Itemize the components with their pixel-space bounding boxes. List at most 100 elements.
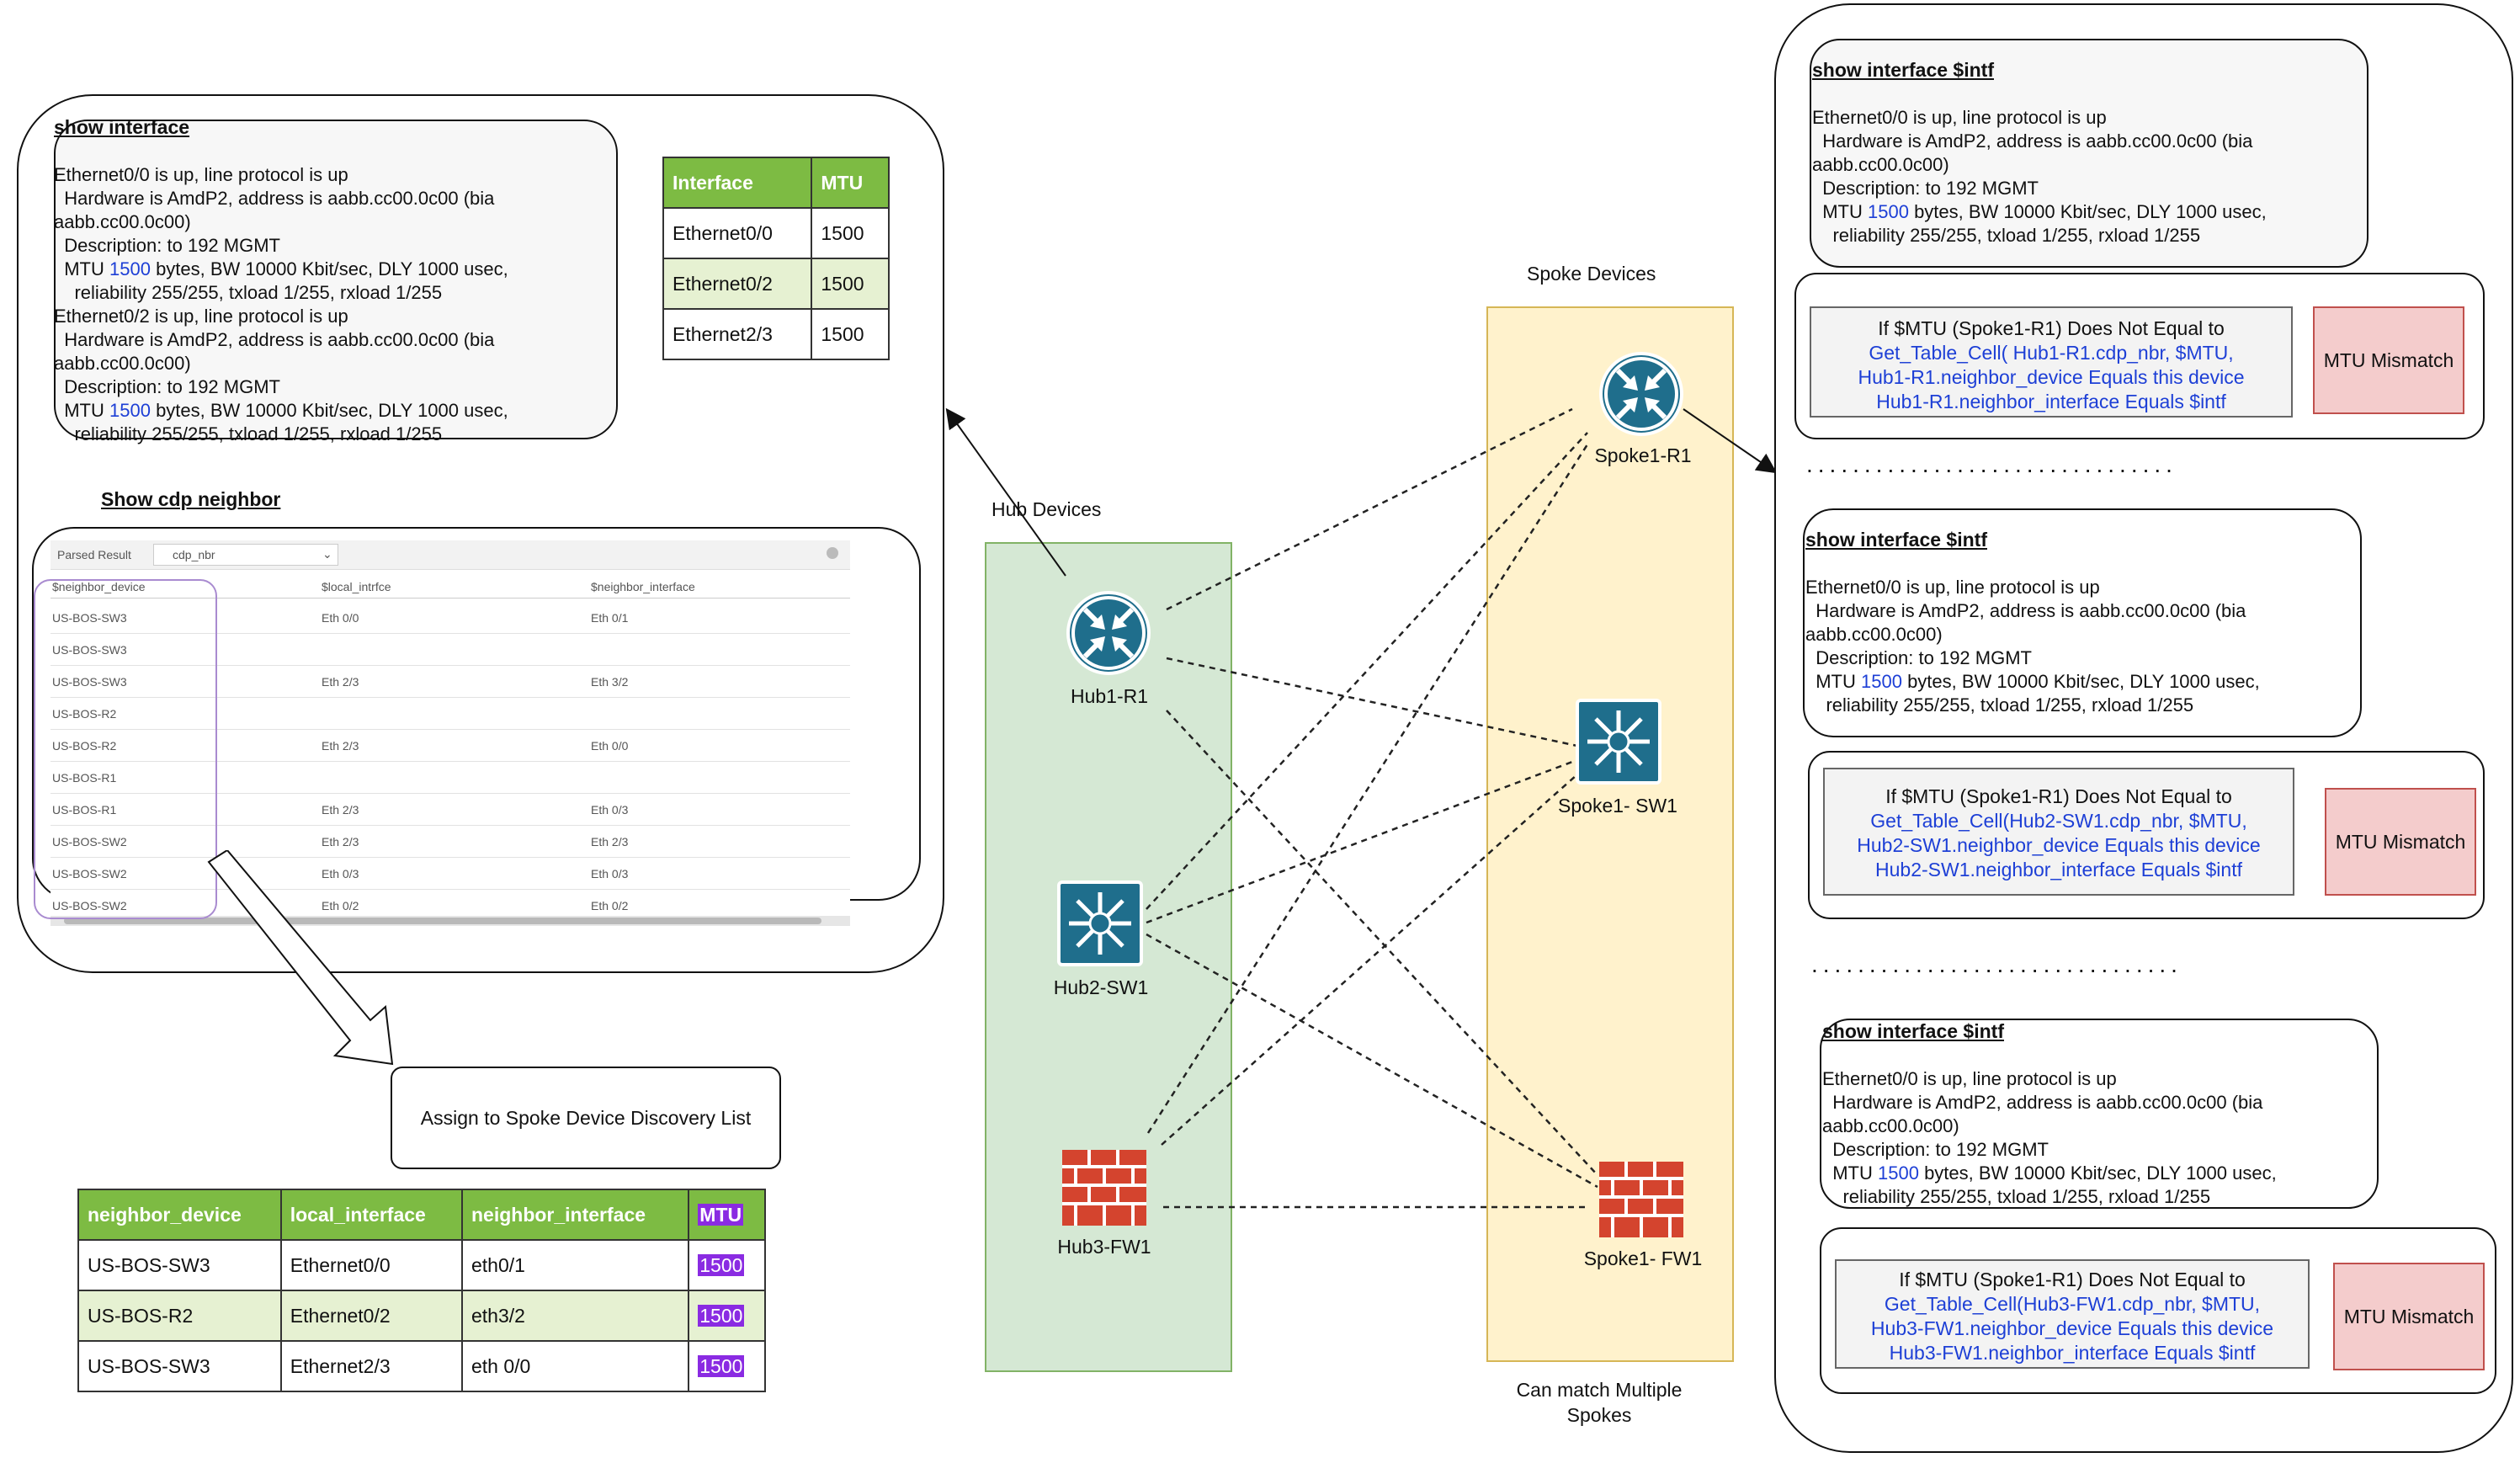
table-row[interactable]: US-BOS-SW3 [51,633,850,666]
cell: US-BOS-SW3 [77,1340,282,1392]
grid-cell: Eth 0/2 [322,899,359,912]
column-local-interface[interactable]: $local_intrfce [322,580,391,593]
table-row[interactable]: US-BOS-SW2 Eth 2/3 Eth 2/3 [51,825,850,858]
grid-cell: US-BOS-SW3 [52,643,127,657]
intf-output: Ethernet0/0 is up, line protocol is up H… [1822,1068,2277,1207]
separator-dots: ................................ [1811,951,2182,977]
hub-title: Hub Devices [992,498,1102,520]
assign-label: Assign to Spoke Device Discovery List [420,1106,752,1129]
show-interface-box [54,120,618,439]
grid-cell: US-BOS-SW2 [52,899,127,912]
grid-cell: Eth 2/3 [322,675,359,689]
column-neighbor-device[interactable]: $neighbor_device [52,580,146,593]
cell: Ethernet0/0 [662,207,813,259]
chevron-down-icon: ⌄ [322,547,332,561]
table-row[interactable]: US-BOS-SW3 Eth 0/0 Eth 0/1 [51,601,850,634]
horizontal-scrollbar[interactable] [51,916,850,926]
assign-box: Assign to Spoke Device Discovery List [391,1067,781,1169]
grid-cell: Eth 2/3 [591,835,629,849]
switch-icon [1057,880,1143,966]
show-intf-title: show interface $intf [1822,1020,2004,1042]
dropdown-value: cdp_nbr [173,548,215,561]
grid-cell: Eth 2/3 [322,803,359,817]
cell: eth3/2 [460,1290,690,1342]
grid-cell: Eth 0/1 [591,611,629,625]
show-intf-title: show interface $intf [1812,59,1994,81]
grid-cell: Eth 0/2 [591,899,629,912]
cell: Ethernet2/3 [662,308,813,360]
hub2-sw1-label: Hub2-SW1 [1053,976,1149,998]
switch-icon [1576,699,1661,785]
header-local-interface: local_interface [279,1189,463,1241]
grid-cell: US-BOS-R1 [52,803,117,817]
grid-cell: Eth 0/3 [591,803,629,817]
separator-dots: ................................ [1806,451,2177,477]
router-icon [1599,352,1683,436]
firewall-icon [1599,1162,1683,1237]
cell: Ethernet0/2 [279,1290,463,1342]
grid-cell: Eth 0/3 [322,867,359,880]
spoke-title: Spoke Devices [1527,263,1656,285]
grid-cell: US-BOS-SW3 [52,611,127,625]
cell: eth0/1 [460,1239,690,1291]
grid-cell: US-BOS-R1 [52,771,117,785]
grid-cell: US-BOS-R2 [52,739,117,753]
mtu-mismatch-1: MTU Mismatch [2313,306,2464,414]
grid-cell: Eth 0/0 [322,611,359,625]
grid-cell: US-BOS-SW2 [52,835,127,849]
cell: eth 0/0 [460,1340,690,1392]
header-interface: Interface [662,157,813,209]
cell: US-BOS-SW3 [77,1239,282,1291]
table-row[interactable]: US-BOS-R2 Eth 2/3 Eth 0/0 [51,729,850,762]
grid-cell: Eth 0/0 [591,739,629,753]
column-selection [34,579,217,919]
cdp-title: Show cdp neighbor [101,488,281,510]
spoke-note: Can match Multiple Spokes [1516,1379,1683,1426]
assign-arrow [207,850,394,1066]
table-row[interactable]: US-BOS-R1 Eth 2/3 Eth 0/3 [51,793,850,826]
grid-cell: Eth 0/3 [591,867,629,880]
cell: 1500 [811,258,890,310]
hub3-fw1-label: Hub3-FW1 [1057,1236,1151,1258]
parsed-result-label: Parsed Result [57,548,131,561]
table-row[interactable]: US-BOS-R2 [51,697,850,730]
mtu-mismatch-2: MTU Mismatch [2325,788,2476,896]
column-neighbor-interface[interactable]: $neighbor_interface [591,580,695,593]
mtu-mismatch-3: MTU Mismatch [2333,1263,2485,1370]
neighbor-table: neighbor_device local_interface neighbor… [77,1189,766,1392]
firewall-icon [1062,1150,1146,1226]
show-interface-title: show interface [54,116,190,138]
grid-cell: US-BOS-R2 [52,707,117,721]
grid-cell: Eth 2/3 [322,835,359,849]
grid-header: $neighbor_device $local_intrfce $neighbo… [51,576,850,598]
intf-output: Ethernet0/0 is up, line protocol is up H… [1805,577,2260,716]
cell: 1500 [811,308,890,360]
refresh-icon[interactable] [827,547,838,559]
condition-3: If $MTU (Spoke1-R1) Does Not Equal to Ge… [1835,1259,2310,1369]
cell: 1500 [688,1239,766,1291]
spoke1-fw1-label: Spoke1- FW1 [1583,1248,1703,1269]
grid-cell: US-BOS-SW3 [52,675,127,689]
table-row[interactable]: US-BOS-R1 [51,761,850,794]
header-mtu: MTU [811,157,890,209]
router-icon [1066,591,1151,675]
cell: 1500 [811,207,890,259]
show-intf-box-1 [1810,39,2368,268]
result-dropdown[interactable]: cdp_nbr ⌄ [153,544,338,566]
spoke1-sw1-label: Spoke1- SW1 [1558,795,1677,817]
show-intf-box-2 [1803,508,2362,737]
show-intf-title: show interface $intf [1805,529,1987,551]
cell: 1500 [688,1340,766,1392]
grid-cell: Eth 2/3 [322,739,359,753]
cell: Ethernet2/3 [279,1340,463,1392]
header-mtu: MTU [688,1189,766,1241]
show-intf-box-3 [1820,1019,2379,1209]
intf-output: Ethernet0/0 is up, line protocol is up H… [1812,107,2267,246]
grid-toolbar: Parsed Result cdp_nbr ⌄ [51,540,850,570]
condition-2: If $MTU (Spoke1-R1) Does Not Equal to Ge… [1823,768,2294,896]
cell: US-BOS-R2 [77,1290,282,1342]
